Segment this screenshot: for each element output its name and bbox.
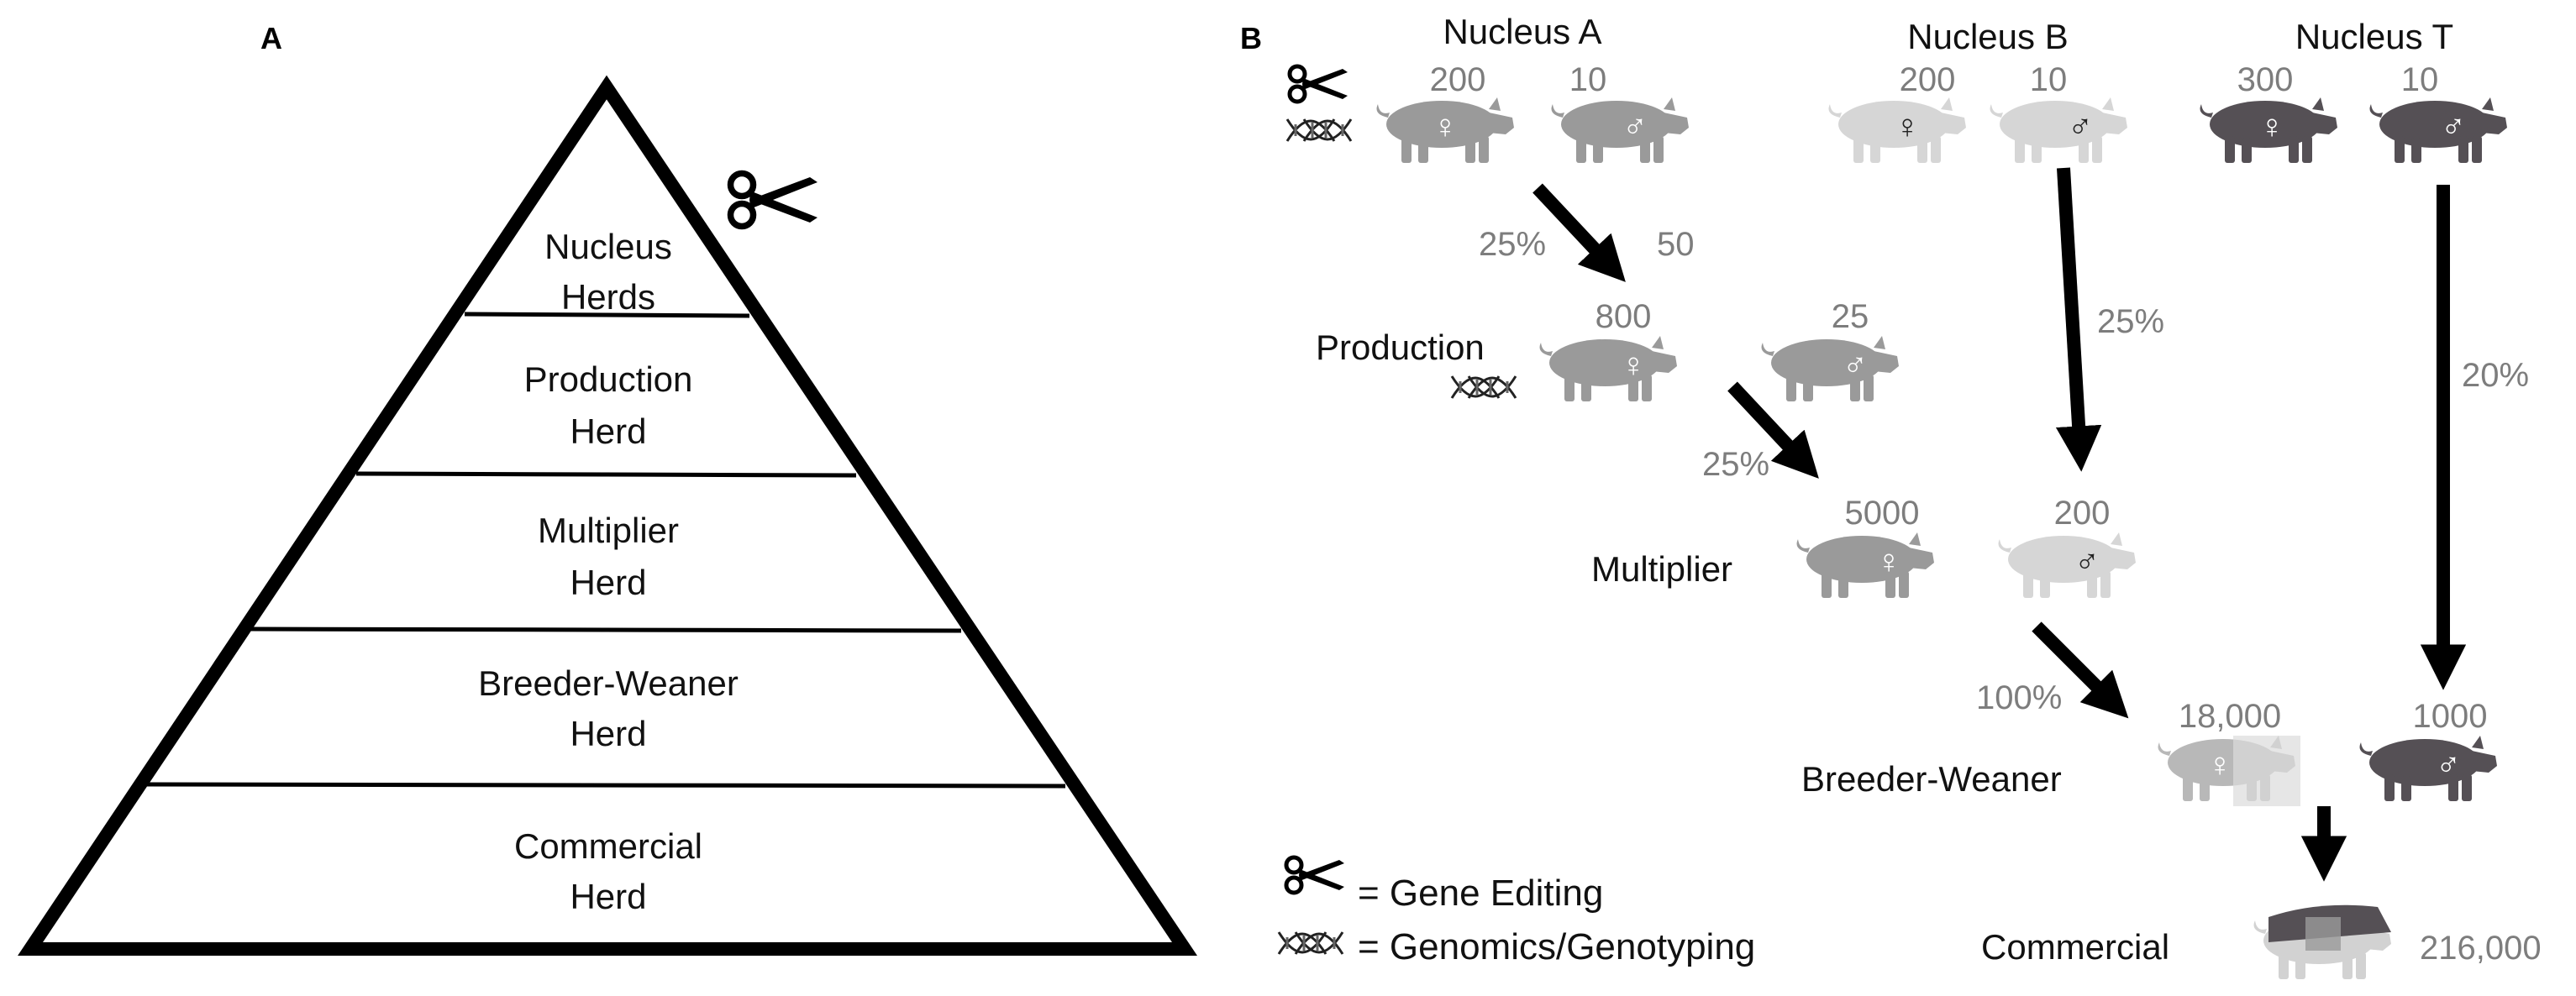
flow-multiplier-to-breeder: 100%	[1976, 679, 2062, 716]
male-symbol: ♂	[2441, 108, 2466, 145]
nucleus-t-male-pig	[2369, 97, 2507, 163]
multiplier-female-pig	[1796, 532, 1934, 598]
commercial-label: Commercial	[1981, 927, 2169, 967]
production-male-count: 25	[1832, 298, 1869, 335]
multiplier-male-pig	[1998, 532, 2136, 598]
nucleus-t-female-count: 300	[2237, 61, 2294, 98]
arrow-b-to-breeder	[2055, 167, 2102, 472]
commercial-pig	[2253, 904, 2391, 979]
nucleus-b-male-count: 10	[2030, 61, 2068, 98]
legend: = Gene Editing = Genomics/Genotyping	[1277, 857, 1755, 967]
male-symbol: ♂	[2068, 108, 2093, 145]
female-symbol: ♀	[1895, 108, 1920, 145]
nucleus-b-male-pig	[1990, 97, 2127, 163]
pyramid-divider	[464, 312, 750, 318]
panel-a-label: A	[260, 21, 282, 55]
multiplier-female-count: 5000	[1845, 495, 1920, 532]
panel-b-label: B	[1240, 21, 1262, 55]
nucleus-a-female-count: 200	[1430, 61, 1486, 98]
tier-line1: Nucleus	[544, 227, 672, 266]
production-dna-icon	[1450, 375, 1517, 400]
nucleus-t-title: Nucleus T	[2295, 17, 2453, 56]
nucleus-a-dna-icon	[1285, 118, 1353, 143]
tier-line1: Commercial	[514, 826, 702, 866]
multiplier-label: Multiplier	[1591, 549, 1732, 589]
arrow-multiplier-to-breeder	[2032, 621, 2129, 719]
production-label: Production	[1316, 328, 1485, 367]
female-symbol: ♀	[1621, 347, 1646, 384]
nucleus-a-scissors-icon	[1290, 66, 1348, 102]
pyramid-divider	[355, 471, 857, 478]
male-symbol: ♂	[2074, 543, 2100, 580]
flow-t-to-breeder: 20%	[2462, 357, 2529, 394]
nucleus-a-male-pig	[1551, 97, 1689, 163]
breeder-weaner-female-count: 18,000	[2179, 698, 2281, 735]
pyramid-outline	[18, 75, 1197, 956]
nucleus-a-title: Nucleus A	[1443, 12, 1601, 51]
pyramid-scissors-icon	[731, 174, 818, 227]
tier-line1: Production	[524, 359, 693, 399]
nucleus-t-male-count: 10	[2401, 61, 2439, 98]
breeder-weaner-female-pig	[2158, 736, 2300, 806]
arrow-a-to-production	[1532, 183, 1626, 282]
legend-dna-icon	[1277, 930, 1344, 956]
nucleus-b-title: Nucleus B	[1907, 17, 2068, 56]
tier-line1: Multiplier	[538, 511, 679, 550]
tier-production: Production Herd	[524, 359, 693, 451]
nucleus-a-male-count: 10	[1569, 61, 1607, 98]
tier-multiplier: Multiplier Herd	[538, 511, 679, 602]
tier-line2: Herd	[570, 714, 646, 753]
production-female-count: 800	[1596, 298, 1652, 335]
breeder-weaner-male-count: 1000	[2413, 698, 2488, 735]
flow-a-to-production: 25%	[1479, 226, 1546, 263]
female-symbol: ♀	[1433, 108, 1458, 145]
female-symbol: ♀	[1876, 543, 1901, 580]
breeder-weaner-male-pig	[2359, 736, 2497, 801]
female-symbol: ♀	[2207, 747, 2232, 784]
tier-line2: Herd	[570, 563, 646, 602]
flow-b-to-breeder: 25%	[2097, 303, 2164, 340]
pyramid-divider	[145, 782, 1066, 789]
tier-breeder-weaner: Breeder-Weaner Herd	[478, 663, 739, 753]
legend-genomics: = Genomics/Genotyping	[1358, 926, 1755, 967]
female-symbol: ♀	[2259, 108, 2284, 145]
tier-line1: Breeder-Weaner	[478, 663, 739, 703]
nucleus-b-female-count: 200	[1900, 61, 1956, 98]
male-symbol: ♂	[1843, 347, 1868, 384]
legend-scissors-icon	[1286, 857, 1344, 893]
multiplier-male-count: 200	[2054, 495, 2111, 532]
tier-commercial: Commercial Herd	[514, 826, 702, 916]
breeder-weaner-label: Breeder-Weaner	[1801, 759, 2062, 799]
male-symbol: ♂	[1622, 108, 1648, 145]
production-female-pig	[1539, 336, 1677, 401]
tier-line2: Herds	[561, 277, 655, 317]
tier-line2: Herd	[570, 877, 646, 916]
pyramid-divider	[250, 626, 962, 633]
legend-gene-editing: = Gene Editing	[1358, 873, 1603, 914]
male-symbol: ♂	[2436, 747, 2461, 784]
tier-nucleus: Nucleus Herds	[544, 227, 672, 317]
commercial-count: 216,000	[2420, 930, 2542, 967]
arrow-production-to-multiplier	[1727, 381, 1819, 479]
flow-production-to-multiplier: 25%	[1702, 446, 1769, 483]
flow-a-to-production-extra: 50	[1657, 226, 1695, 263]
tier-line2: Herd	[570, 412, 646, 451]
production-male-pig	[1761, 336, 1899, 401]
